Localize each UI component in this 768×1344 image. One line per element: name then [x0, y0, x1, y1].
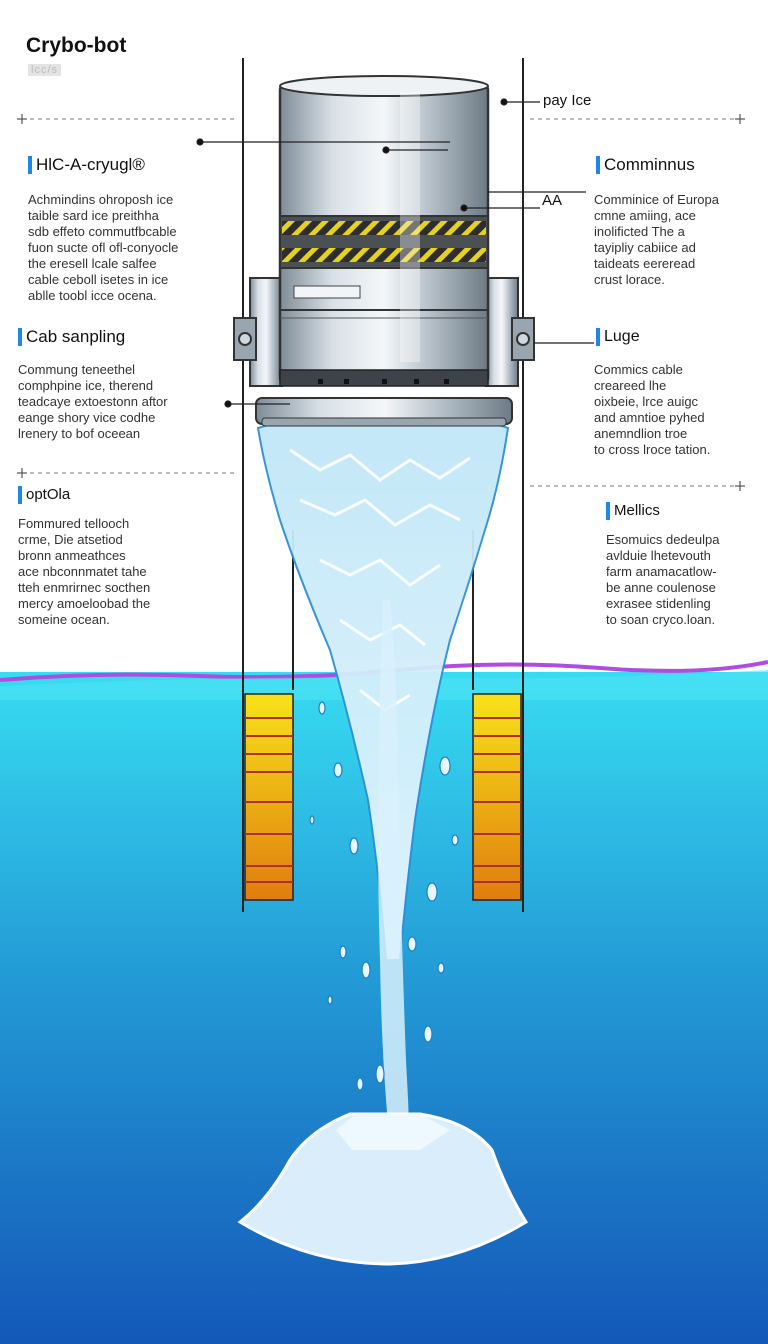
right-striped-leg — [472, 693, 522, 901]
text-line: ace nbconnmatet tahe — [18, 564, 147, 579]
left-section-1-heading: HlC-A-cryugl® — [28, 156, 145, 174]
text-line: taideats eereread — [594, 256, 696, 271]
text-line: Achmindins ohroposh ice — [28, 192, 174, 207]
text-line: to soan cryco.loan. — [606, 612, 716, 627]
right-section-1-heading: Comminnus — [596, 156, 695, 174]
text-line: eange shory vice codhe — [18, 410, 156, 425]
text-line: to cross lroce tation. — [594, 442, 711, 457]
text-line: cable ceboll isetes in ice — [28, 272, 169, 287]
text-line: Esomuics dedeulpa — [606, 532, 720, 547]
text-line: mercy amoeloobad the — [18, 596, 151, 611]
text-line: be anne coulenose — [606, 580, 716, 595]
text-line: fuon sucte ofl ofl-conyocle — [28, 240, 179, 255]
text-line: bronn anmeathces — [18, 548, 126, 563]
text-line: Comminice of Europa — [594, 192, 719, 207]
text-line: taible sard ice preithha — [28, 208, 159, 223]
right-section-1-text: Comminice of Europa cmne amiing, ace ino… — [594, 192, 719, 288]
left-section-3-heading: optOla — [18, 486, 70, 504]
cryobot-body — [278, 75, 490, 387]
text-line: someine ocean. — [18, 612, 110, 627]
ice-block — [237, 1112, 529, 1266]
text-line: tteh enmrirnec socthen — [18, 580, 151, 595]
text-line: cmne amiing, ace — [594, 208, 696, 223]
diagram-subtitle: lcc/s — [28, 64, 61, 76]
right-section-2-heading: Luge — [596, 328, 640, 346]
water-stream — [378, 600, 411, 1260]
left-bracket — [233, 277, 283, 387]
text-line: Commics cable — [594, 362, 683, 377]
left-section-1-text: Achmindins ohroposh ice taible sard ice … — [28, 192, 178, 304]
diagram-title: Crybo-bot — [26, 34, 127, 57]
left-section-3-text: Fommured tellooch crme, Die atsetiod bro… — [18, 516, 150, 628]
text-line: teadcaye extoestonn aftor — [18, 394, 168, 409]
text-line: the eresell lcale salfee — [28, 256, 157, 271]
right-bracket — [485, 277, 535, 387]
text-line: crme, Die atsetiod — [18, 532, 123, 547]
callout-aa: AA — [542, 192, 563, 209]
right-section-3-text: Esomuics dedeulpa avlduie lhetevouth far… — [606, 532, 719, 628]
left-section-2-text: Commung teneethel comphpine ice, therend… — [18, 362, 168, 442]
separator-ticks — [17, 114, 745, 491]
text-line: comphpine ice, therend — [18, 378, 154, 393]
separator-lines — [22, 118, 740, 487]
text-line: oixbeie, lrce auigc — [594, 394, 699, 409]
text-line: inolificted The a — [594, 224, 685, 239]
text-line: crust lorace. — [594, 272, 665, 287]
text-line: avlduie lhetevouth — [606, 548, 711, 563]
text-line: farm anamacatlow- — [606, 564, 717, 579]
text-line: Fommured tellooch — [18, 516, 130, 531]
right-section-2-text: Commics cable creareed lhe oixbeie, lrce… — [594, 362, 710, 458]
text-line: Commung teneethel — [18, 362, 136, 377]
text-line: lrenery to bof oceean — [18, 426, 141, 441]
callout-lines — [196, 98, 594, 408]
text-line: creareed lhe — [594, 378, 667, 393]
callout-pay-ice: pay Ice — [543, 92, 592, 109]
text-line: anemndlion troe — [594, 426, 688, 441]
ice-block-top — [336, 1114, 450, 1150]
ice-crack-pattern — [289, 448, 471, 712]
text-line: and amntioe pyhed — [594, 410, 705, 425]
drill-flange-rim — [261, 417, 507, 427]
left-striped-leg — [244, 693, 294, 901]
text-line: exrasee stidenling — [606, 596, 711, 611]
text-line: ablle toobl icce ocena. — [28, 288, 157, 303]
text-line: sdb effeto commutfbcable — [28, 224, 177, 239]
left-section-2-heading: Cab sanpling — [18, 328, 125, 346]
right-section-3-heading: Mellics — [606, 502, 660, 520]
text-line: tayipliy cabiice ad — [594, 240, 696, 255]
